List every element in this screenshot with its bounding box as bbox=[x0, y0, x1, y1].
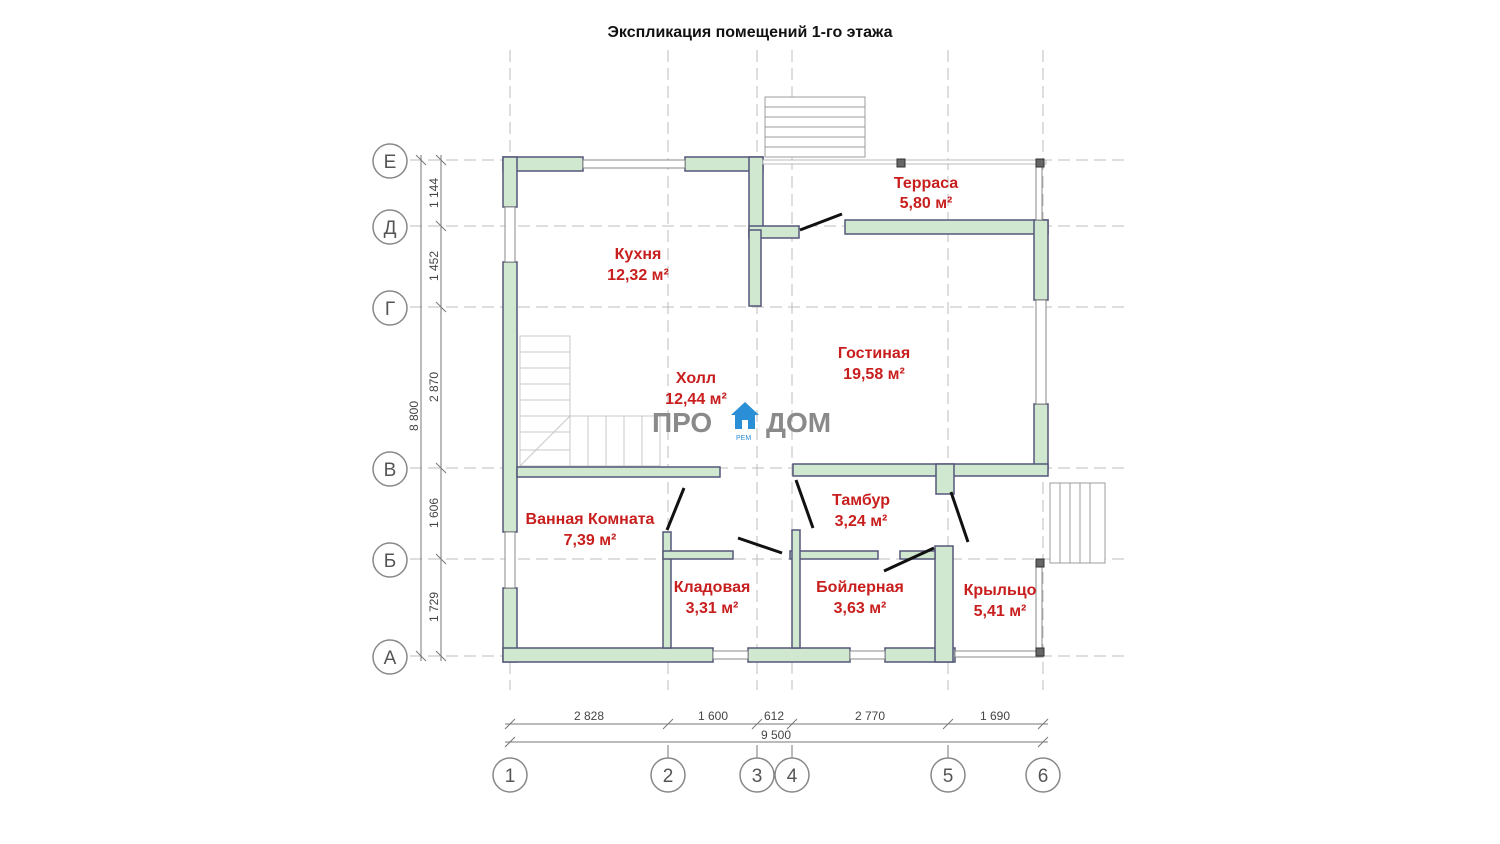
room-living-name: Гостиная bbox=[838, 345, 910, 362]
svg-text:Е: Е bbox=[384, 152, 397, 173]
room-terrace-name: Терраса bbox=[894, 175, 958, 192]
brand-logo: ПРО ДОМ РЕМ bbox=[652, 402, 831, 442]
axis-marker-row: В bbox=[372, 451, 408, 487]
svg-text:1 690: 1 690 bbox=[980, 709, 1010, 723]
axis-marker-row: Б bbox=[372, 542, 408, 578]
svg-text:А: А bbox=[384, 648, 397, 669]
room-porch-name: Крыльцо bbox=[964, 582, 1037, 599]
walls bbox=[502, 156, 1049, 663]
room-porch-area: 5,41 м² bbox=[974, 603, 1027, 620]
svg-text:1 452: 1 452 bbox=[427, 251, 441, 281]
terrace-steps bbox=[764, 96, 866, 158]
axis-marker-row: А bbox=[372, 639, 408, 675]
svg-text:1 144: 1 144 bbox=[427, 178, 441, 208]
svg-text:9 500: 9 500 bbox=[761, 728, 791, 742]
room-living-area: 19,58 м² bbox=[843, 366, 905, 383]
room-labels: Терраса 5,80 м² Кухня 12,32 м² Гостиная … bbox=[526, 175, 1037, 620]
room-bathroom-area: 7,39 м² bbox=[564, 532, 617, 549]
svg-text:Г: Г bbox=[385, 299, 395, 320]
house-icon bbox=[731, 402, 759, 429]
axis-marker-col: 2 bbox=[650, 757, 686, 793]
svg-text:8 800: 8 800 bbox=[407, 401, 421, 431]
room-kitchen-area: 12,32 м² bbox=[607, 267, 669, 284]
axis-marker-col: 6 bbox=[1025, 757, 1061, 793]
svg-text:Д: Д bbox=[384, 218, 397, 239]
room-hall-name: Холл bbox=[676, 370, 716, 387]
axis-marker-col: 1 bbox=[492, 757, 528, 793]
posts bbox=[896, 158, 1045, 657]
room-vestibule-area: 3,24 м² bbox=[835, 513, 888, 530]
staircase bbox=[519, 335, 661, 467]
porch-steps bbox=[1049, 482, 1106, 564]
horizontal-dimension-labels: 2 828 1 600 612 2 770 1 690 9 500 bbox=[574, 709, 1010, 742]
svg-text:2 828: 2 828 bbox=[574, 709, 604, 723]
svg-text:В: В bbox=[384, 460, 397, 481]
svg-text:1 729: 1 729 bbox=[427, 592, 441, 622]
svg-text:Б: Б bbox=[384, 551, 396, 572]
row-axis-markers: Е Д Г В Б А bbox=[372, 143, 408, 675]
room-kitchen-name: Кухня bbox=[615, 246, 662, 263]
svg-text:1 600: 1 600 bbox=[698, 709, 728, 723]
room-boiler-name: Бойлерная bbox=[816, 579, 904, 596]
page-title: Экспликация помещений 1-го этажа bbox=[607, 24, 893, 41]
svg-text:2: 2 bbox=[663, 766, 674, 787]
doors bbox=[665, 212, 970, 573]
axis-marker-row: Е bbox=[372, 143, 408, 179]
svg-text:1: 1 bbox=[505, 766, 516, 787]
axis-marker-row: Д bbox=[372, 209, 408, 245]
svg-text:2 770: 2 770 bbox=[855, 709, 885, 723]
svg-text:ДОМ: ДОМ bbox=[766, 407, 831, 438]
axis-marker-col: 5 bbox=[930, 757, 966, 793]
room-pantry-area: 3,31 м² bbox=[686, 600, 739, 617]
svg-text:ПРО: ПРО bbox=[652, 407, 712, 438]
column-axis-markers: 1 2 3 4 5 6 bbox=[492, 757, 1061, 793]
svg-text:612: 612 bbox=[764, 709, 784, 723]
room-terrace-area: 5,80 м² bbox=[900, 195, 953, 212]
svg-text:1 606: 1 606 bbox=[427, 498, 441, 528]
room-boiler-area: 3,63 м² bbox=[834, 600, 887, 617]
svg-text:5: 5 bbox=[943, 766, 954, 787]
room-hall-area: 12,44 м² bbox=[665, 391, 727, 408]
vertical-dimension-labels: 1 144 1 452 2 870 1 606 1 729 8 800 bbox=[407, 178, 441, 622]
axis-marker-col: 4 bbox=[774, 757, 810, 793]
vertical-dimensions bbox=[415, 154, 447, 662]
room-bathroom-name: Ванная Комната bbox=[526, 511, 655, 528]
axis-marker-row: Г bbox=[372, 290, 408, 326]
svg-text:4: 4 bbox=[787, 766, 798, 787]
svg-text:2 870: 2 870 bbox=[427, 372, 441, 402]
svg-text:6: 6 bbox=[1038, 766, 1049, 787]
room-pantry-name: Кладовая bbox=[674, 579, 751, 596]
svg-text:3: 3 bbox=[752, 766, 763, 787]
room-vestibule-name: Тамбур bbox=[832, 492, 890, 509]
svg-text:РЕМ: РЕМ bbox=[736, 435, 751, 442]
axis-marker-col: 3 bbox=[739, 757, 775, 793]
